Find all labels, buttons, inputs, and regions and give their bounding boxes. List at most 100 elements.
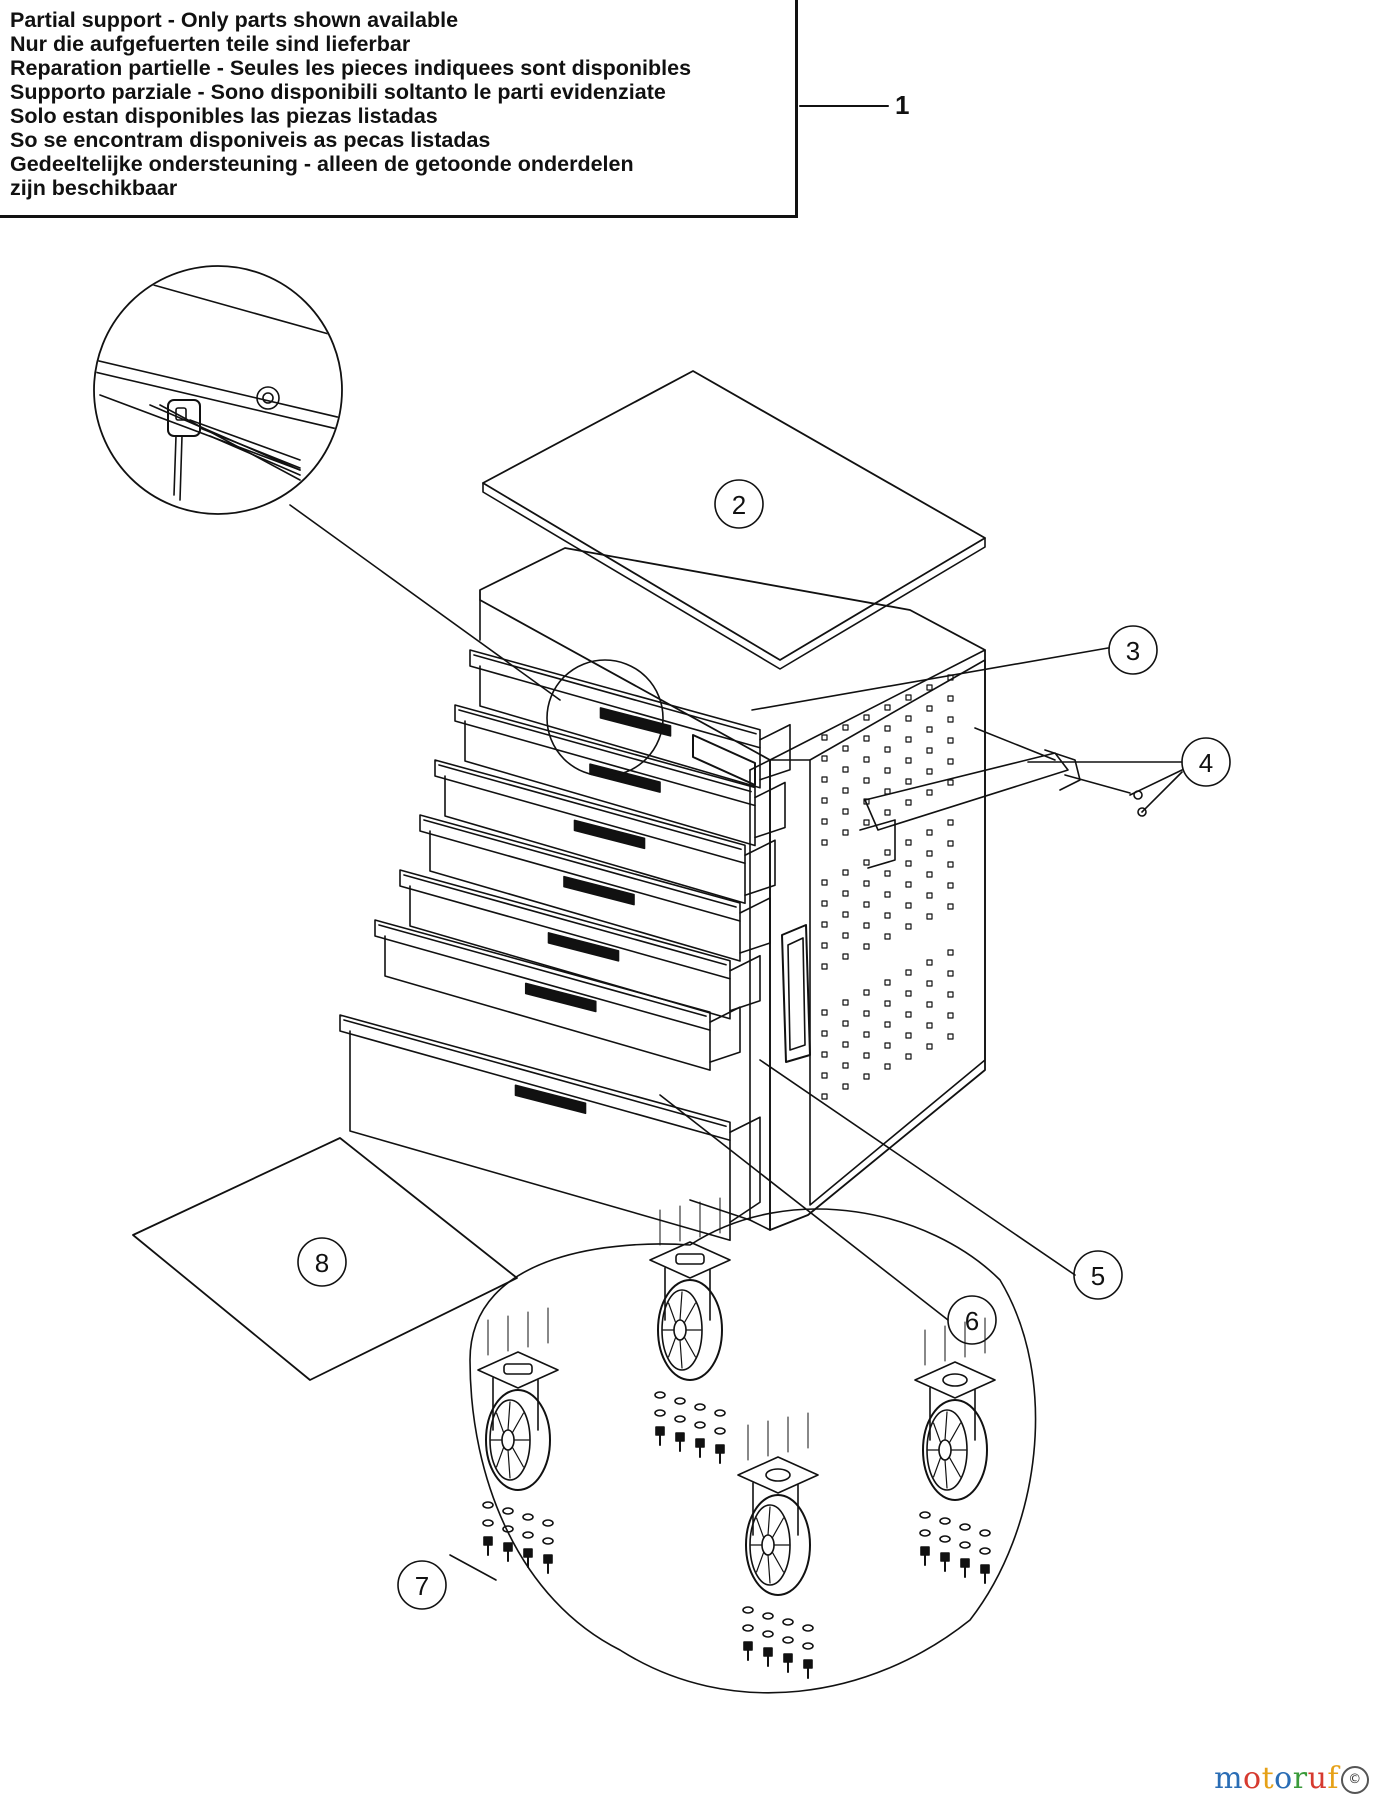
peg-hole: [926, 1022, 933, 1029]
notice-line: Partial support - Only parts shown avail…: [10, 8, 459, 32]
peg-hole: [863, 714, 870, 721]
peg-hole: [905, 715, 912, 722]
peg-hole: [842, 766, 849, 773]
peg-hole: [842, 890, 849, 897]
svg-text:5: 5: [1091, 1261, 1105, 1291]
peg-hole: [947, 949, 954, 956]
peg-hole: [905, 839, 912, 846]
peg-hole: [884, 849, 891, 856]
watermark-letter: u: [1307, 1761, 1328, 1796]
peg-hole: [926, 959, 933, 966]
notice-line: zijn beschikbaar: [10, 176, 178, 200]
tool-cabinet-body: [479, 547, 986, 1231]
peg-hole: [947, 1033, 954, 1040]
callout-7: 7: [397, 1560, 447, 1610]
peg-hole: [947, 970, 954, 977]
peg-hole: [842, 745, 849, 752]
front-brand-plate: [692, 734, 756, 786]
svg-text:3: 3: [1126, 636, 1140, 666]
peg-hole: [842, 911, 849, 918]
peg-hole: [821, 900, 828, 907]
peg-hole: [905, 1032, 912, 1039]
peg-hole: [863, 1031, 870, 1038]
peg-hole: [926, 871, 933, 878]
peg-hole: [821, 818, 828, 825]
peg-hole: [905, 969, 912, 976]
svg-text:6: 6: [965, 1306, 979, 1336]
peg-hole: [947, 758, 954, 765]
peg-hole: [842, 724, 849, 731]
peg-hole: [947, 819, 954, 826]
castor-group-outline: [469, 1208, 1037, 1694]
peg-hole: [821, 755, 828, 762]
lock-detail-magnifier: [93, 265, 343, 515]
peg-hole: [842, 932, 849, 939]
watermark-letter: m: [1214, 1761, 1244, 1796]
peg-hole: [947, 1012, 954, 1019]
peg-hole: [947, 695, 954, 702]
peg-hole: [905, 1053, 912, 1060]
callout-8: 8: [297, 1237, 347, 1287]
peg-hole: [926, 789, 933, 796]
peg-hole: [905, 694, 912, 701]
peg-hole: [905, 778, 912, 785]
notice-line: Solo estan disponibles las piezas listad…: [10, 104, 438, 128]
detail-connector-line: [289, 504, 561, 701]
motoruf-watermark: motoruf©: [1214, 1761, 1369, 1796]
peg-hole: [821, 776, 828, 783]
notice-line: Nur die aufgefuerten teile sind lieferba…: [10, 32, 411, 56]
peg-hole: [842, 999, 849, 1006]
peg-hole: [884, 912, 891, 919]
lock-detail-circle: [546, 659, 664, 777]
peg-hole: [884, 704, 891, 711]
peg-hole: [884, 870, 891, 877]
peg-hole: [947, 737, 954, 744]
peg-hole: [884, 1042, 891, 1049]
peg-hole: [884, 891, 891, 898]
callout-5: 5: [1073, 1250, 1123, 1300]
peg-hole: [821, 1009, 828, 1016]
peg-hole: [842, 1020, 849, 1027]
peg-hole: [926, 980, 933, 987]
fixed-castor: [649, 1197, 731, 1464]
peg-hole: [926, 829, 933, 836]
peg-hole: [884, 933, 891, 940]
peg-hole: [821, 1072, 828, 1079]
drawer: [469, 649, 791, 789]
pegboard-holes: [821, 674, 954, 1100]
callout-label-1: 1: [895, 90, 910, 120]
peg-hole: [821, 963, 828, 970]
svg-text:7: 7: [415, 1571, 429, 1601]
peg-hole: [842, 1041, 849, 1048]
peg-hole: [884, 767, 891, 774]
side-handle-part: [859, 727, 1147, 869]
peg-hole: [926, 705, 933, 712]
callout-4: 4: [1181, 737, 1231, 787]
peg-hole: [947, 779, 954, 786]
watermark-letter: r: [1292, 1761, 1308, 1796]
peg-hole: [947, 716, 954, 723]
fixed-castor: [477, 1307, 559, 1574]
peg-hole: [842, 1062, 849, 1069]
peg-hole: [863, 901, 870, 908]
peg-hole: [863, 777, 870, 784]
drawer: [454, 704, 786, 847]
peg-hole: [863, 859, 870, 866]
notice-line: Supporto parziale - Sono disponibili sol…: [10, 80, 666, 104]
peg-hole: [842, 808, 849, 815]
peg-hole: [821, 1051, 828, 1058]
peg-hole: [884, 746, 891, 753]
peg-hole: [905, 923, 912, 930]
peg-hole: [821, 1030, 828, 1037]
peg-hole: [842, 1083, 849, 1090]
peg-hole: [821, 797, 828, 804]
peg-hole: [863, 922, 870, 929]
peg-hole: [821, 921, 828, 928]
peg-hole: [821, 1093, 828, 1100]
peg-hole: [863, 1073, 870, 1080]
peg-hole: [905, 1011, 912, 1018]
swivel-castor: [737, 1412, 819, 1679]
peg-hole: [926, 1043, 933, 1050]
peg-hole: [947, 903, 954, 910]
